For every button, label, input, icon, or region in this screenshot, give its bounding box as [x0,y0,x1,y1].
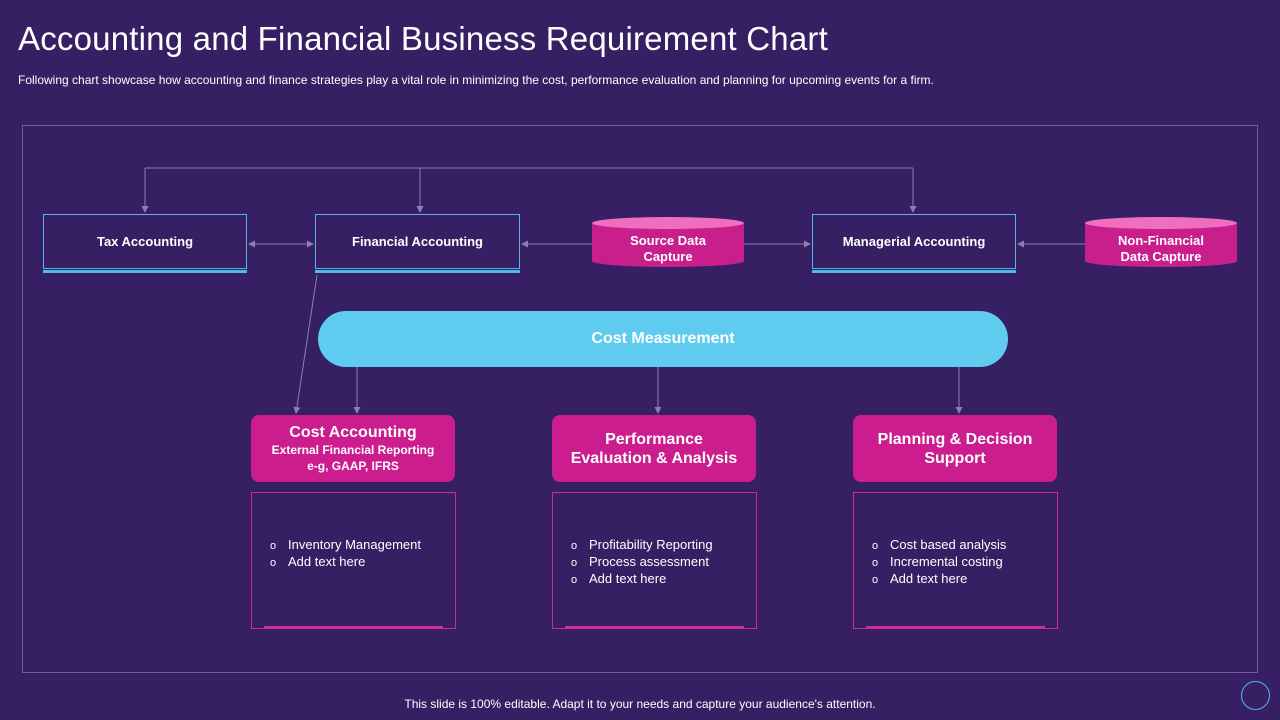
financial-accounting-label: Financial Accounting [352,234,483,249]
performance-evaluation-card: Performance Evaluation & Analysis [552,415,756,482]
source-data-capture-cylinder: Source Data Capture [592,217,744,273]
bullet-icon: o [270,540,277,552]
managerial-accounting-label: Managerial Accounting [842,234,986,249]
bullet-icon: o [571,557,578,569]
performance-title-line1: Performance [605,430,703,448]
bullet-icon: o [872,574,879,586]
bullet-icon: o [270,557,277,569]
managerial-accounting-box: Managerial Accounting [812,214,1016,273]
cost-measurement-label: Cost Measurement [591,330,735,347]
tax-accounting-label: Tax Accounting [96,234,194,249]
non-financial-label-line1: Non-Financial [1118,233,1204,248]
tax-accounting-box: Tax Accounting [43,214,247,273]
cost-accounting-subtitle-line2: e-g, GAAP, IFRS [307,459,399,473]
non-financial-label-line2: Data Capture [1120,249,1202,264]
non-financial-data-capture-cylinder: Non-Financial Data Capture [1085,217,1237,273]
source-data-label-line2: Capture [643,249,693,264]
cost-accounting-card: Cost Accounting External Financial Repor… [251,415,455,482]
financial-accounting-box: Financial Accounting [315,214,520,273]
planning-title-line2: Support [924,449,986,467]
page-indicator-circle [1241,681,1270,710]
cost-accounting-subtitle-line1: External Financial Reporting [271,443,435,457]
footer-note: This slide is 100% editable. Adapt it to… [404,697,876,711]
diagram-frame [22,125,1258,673]
bullet-icon: o [872,540,879,552]
cost-measurement-pill: Cost Measurement [318,311,1008,367]
planning-title-line1: Planning & Decision [877,430,1033,448]
bullet-icon: o [571,540,578,552]
page-title: Accounting and Financial Business Requir… [18,20,828,57]
source-data-label-line1: Source Data [630,233,706,248]
page-subtitle: Following chart showcase how accounting … [18,73,934,87]
cost-accounting-title: Cost Accounting [289,424,417,441]
performance-title-line2: Evaluation & Analysis [570,449,738,467]
bullet-icon: o [872,557,879,569]
arrow-financial-to-cost-accounting [293,274,318,414]
planning-decision-card: Planning & Decision Support [853,415,1057,482]
bullet-icon: o [571,574,578,586]
